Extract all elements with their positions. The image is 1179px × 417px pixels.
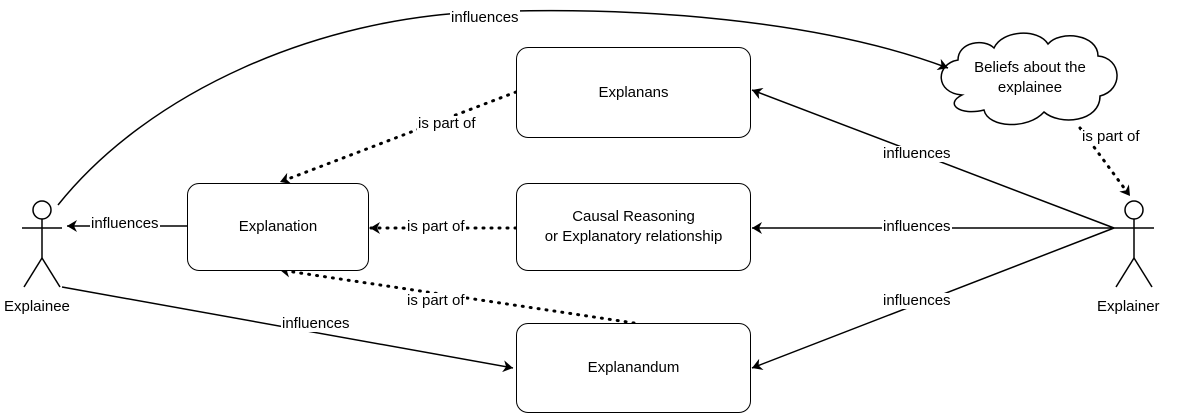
edge-explanans-partof-explanation	[278, 90, 518, 185]
explainee-actor-icon	[22, 200, 62, 288]
label-influences-explanandum: influences	[281, 315, 351, 332]
explanans-node: Explanans	[516, 47, 751, 138]
explanandum-node-label: Explanandum	[587, 359, 680, 376]
label-partof-explanans: is part of	[417, 115, 477, 132]
beliefs-cloud-label: Beliefs about the explainee	[950, 58, 1110, 98]
beliefs-label-line2: explainee	[997, 79, 1063, 96]
edge-beliefs-partof-explainer	[1078, 126, 1132, 198]
label-influences-explainer-explanandum: influences	[882, 292, 952, 309]
label-partof-beliefs: is part of	[1081, 128, 1141, 145]
explanandum-node: Explanandum	[516, 323, 751, 413]
label-influences-explanans: influences	[882, 145, 952, 162]
explainer-label: Explainer	[1097, 298, 1160, 315]
causal-reasoning-node: Causal Reasoning or Explanatory relation…	[516, 183, 751, 271]
label-influences-explainee: influences	[90, 215, 160, 232]
causal-node-label-line1: Causal Reasoning	[572, 208, 695, 225]
beliefs-cloud-shape	[940, 32, 1118, 126]
label-partof-explanandum: is part of	[406, 292, 466, 309]
beliefs-label-line1: Beliefs about the	[974, 59, 1086, 76]
causal-node-label-line2: or Explanatory relationship	[544, 228, 723, 245]
edge-explainee-to-beliefs	[57, 9, 949, 206]
edge-explanandum-partof-explanation	[278, 265, 636, 325]
explainer-actor-icon	[1114, 200, 1154, 288]
explanans-node-label: Explanans	[598, 83, 669, 101]
explanation-node-label: Explanation	[238, 218, 318, 235]
explanation-node: Explanation	[187, 183, 369, 271]
label-partof-causal: is part of	[406, 218, 466, 235]
label-influences-arc: influences	[450, 9, 520, 26]
label-influences-causal: influences	[882, 218, 952, 235]
explainee-label: Explainee	[4, 298, 70, 315]
